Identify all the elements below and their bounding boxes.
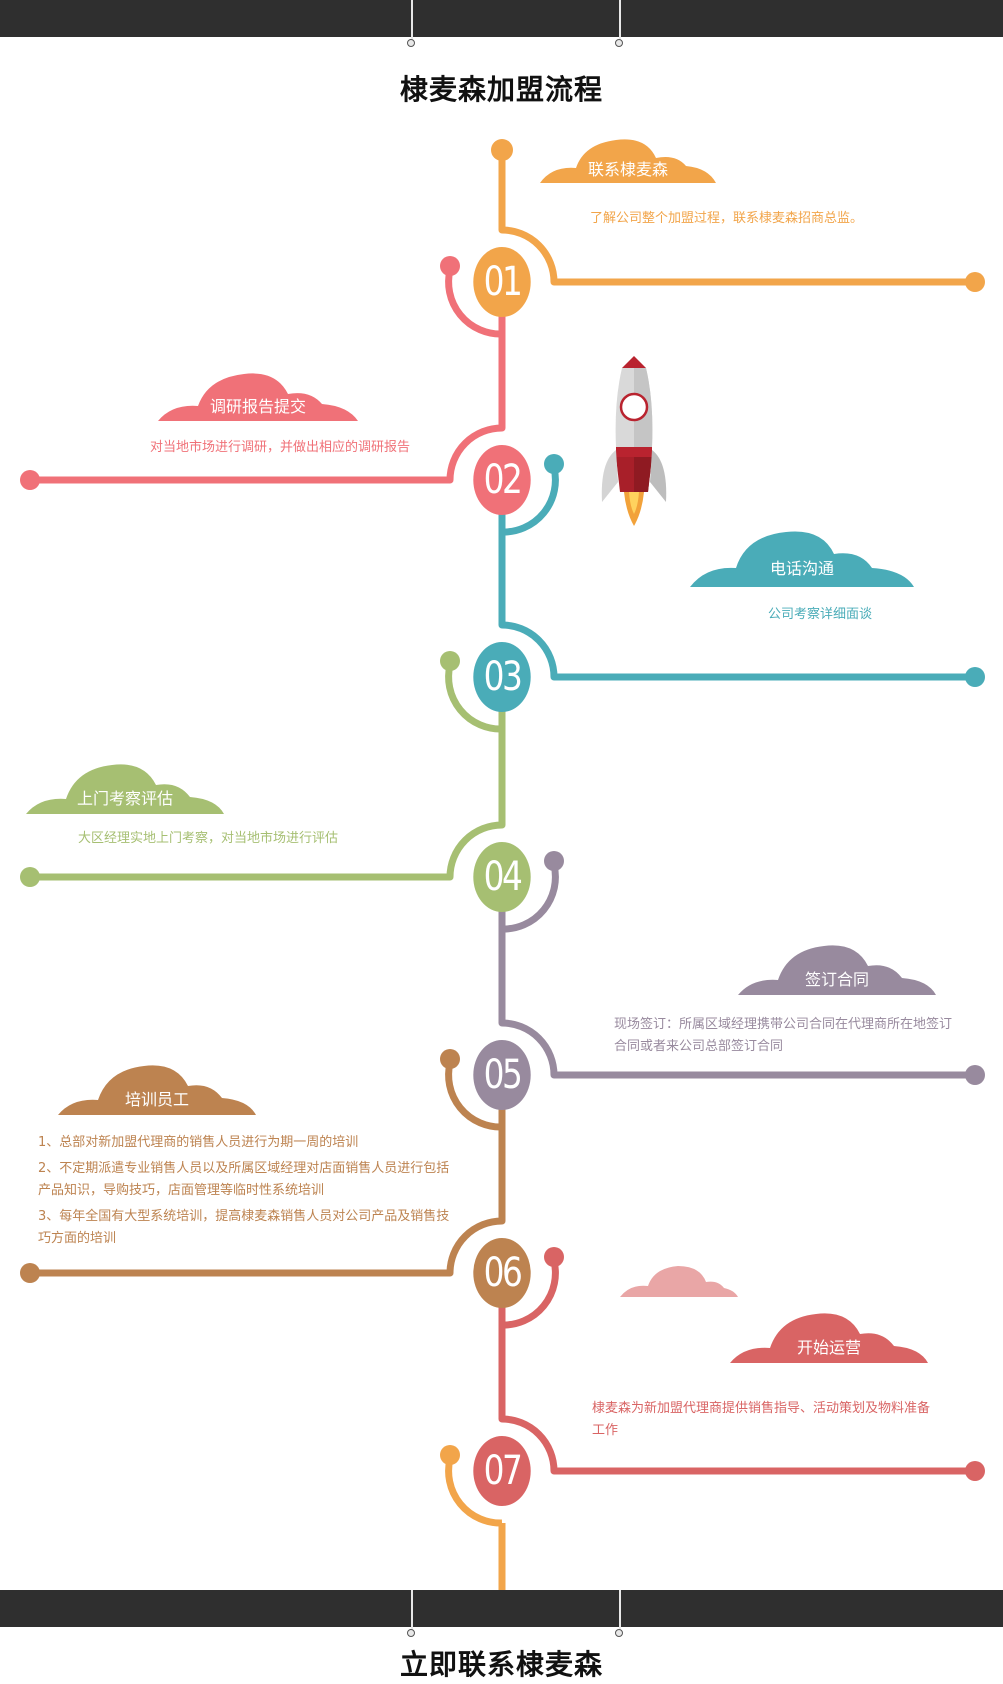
hanger-knot xyxy=(407,1629,415,1637)
timeline-arc xyxy=(501,226,558,283)
step-number-badge: 02 xyxy=(473,445,531,515)
step-title: 开始运营 xyxy=(796,1338,861,1357)
timeline-arc xyxy=(501,1415,558,1472)
cloud-icon xyxy=(540,139,716,183)
hanger-line xyxy=(411,1590,413,1632)
timeline-end-dot xyxy=(544,454,564,474)
step-number-badge: 07 xyxy=(473,1436,531,1506)
timeline-end-dot xyxy=(20,1263,40,1283)
step-description: 现场签订：所属区域经理携带公司合同在代理商所在地签订合同或者来公司总部签订合同 xyxy=(614,1014,960,1062)
timeline-arc xyxy=(446,424,503,481)
timeline-end-dot xyxy=(440,1445,460,1465)
step-title: 电话沟通 xyxy=(769,559,834,578)
timeline-arc xyxy=(446,1217,503,1274)
step-title: 培训员工 xyxy=(124,1090,189,1109)
timeline-end-dot xyxy=(965,1461,985,1481)
step-cloud: 上门考察评估 xyxy=(26,757,224,815)
hanger-knot xyxy=(615,1629,623,1637)
timeline-arc xyxy=(445,269,503,338)
footer-title: 立即联系棣麦森 xyxy=(399,1648,603,1681)
step-number-badge: 06 xyxy=(473,1238,531,1308)
cloud-icon xyxy=(738,945,936,995)
timeline-end-dot xyxy=(491,139,513,161)
bottom-banner-band xyxy=(0,1590,1003,1627)
timeline-end-dot xyxy=(544,1247,564,1267)
step-description: 公司考察详细面谈 xyxy=(690,604,950,630)
cloud-icon xyxy=(158,373,358,421)
timeline-arc xyxy=(501,1019,558,1076)
timeline-arc xyxy=(501,864,559,933)
cloud-icon xyxy=(730,1313,928,1363)
timeline-end-dot xyxy=(20,470,40,490)
hanger-line xyxy=(411,0,413,42)
step-cloud: 调研报告提交 xyxy=(158,366,358,422)
timeline-arc xyxy=(445,1458,503,1527)
cloud-icon xyxy=(58,1065,256,1115)
step-description: 大区经理实地上门考察，对当地市场进行评估 xyxy=(78,828,398,854)
description-line: 现场签订：所属区域经理携带公司合同在代理商所在地签订合同或者来公司总部签订合同 xyxy=(614,1017,953,1054)
timeline-arc xyxy=(501,621,558,678)
timeline-end-dot xyxy=(440,651,460,671)
hanger-line xyxy=(619,0,621,42)
timeline-arc xyxy=(501,1260,559,1329)
description-line: 大区经理实地上门考察，对当地市场进行评估 xyxy=(78,831,339,846)
description-line: 2、不定期派遣专业销售人员以及所属区域经理对店面销售人员进行包括产品知识，导购技… xyxy=(38,1161,450,1198)
step-cloud: 培训员工 xyxy=(58,1058,256,1116)
hanger-knot xyxy=(615,39,623,47)
step-number-badge: 05 xyxy=(473,1040,531,1110)
description-line: 对当地市场进行调研，并做出相应的调研报告 xyxy=(150,440,411,455)
timeline-arc xyxy=(445,1062,503,1131)
step-description: 了解公司整个加盟过程，联系棣麦森招商总监。 xyxy=(590,208,920,234)
step-cloud: 联系棣麦森 xyxy=(540,132,716,184)
step-number-badge: 04 xyxy=(473,842,531,912)
step-number-badge: 01 xyxy=(473,247,531,317)
timeline-end-dot xyxy=(440,256,460,276)
step-cloud: 签订合同 xyxy=(738,938,936,996)
timeline-arc xyxy=(501,467,559,536)
decorative-cloud-icon xyxy=(620,1266,738,1297)
timeline-end-dot xyxy=(440,1049,460,1069)
description-line: 1、总部对新加盟代理商的销售人员进行为期一周的培训 xyxy=(38,1135,359,1150)
step-cloud: 开始运营 xyxy=(730,1306,928,1364)
timeline-arc xyxy=(445,664,503,733)
step-description: 对当地市场进行调研，并做出相应的调研报告 xyxy=(150,437,450,463)
timeline-end-dot xyxy=(20,867,40,887)
description-line: 3、每年全国有大型系统培训，提高棣麦森销售人员对公司产品及销售技巧方面的培训 xyxy=(38,1209,450,1246)
step-description: 棣麦森为新加盟代理商提供销售指导、活动策划及物料准备工作 xyxy=(592,1398,938,1446)
timeline-arc xyxy=(446,821,503,878)
timeline-end-dot xyxy=(965,272,985,292)
cloud-icon xyxy=(26,764,224,814)
step-title: 调研报告提交 xyxy=(209,397,306,416)
hanger-knot xyxy=(407,39,415,47)
step-description: 1、总部对新加盟代理商的销售人员进行为期一周的培训 2、不定期派遣专业销售人员以… xyxy=(38,1132,458,1254)
step-title: 签订合同 xyxy=(804,970,869,989)
timeline-end-dot xyxy=(544,851,564,871)
timeline-end-dot xyxy=(965,1065,985,1085)
hanger-line xyxy=(619,1590,621,1632)
description-line: 了解公司整个加盟过程，联系棣麦森招商总监。 xyxy=(590,211,864,226)
description-line: 棣麦森为新加盟代理商提供销售指导、活动策划及物料准备工作 xyxy=(592,1401,931,1438)
step-title: 联系棣麦森 xyxy=(587,160,668,179)
cloud-icon xyxy=(690,531,914,587)
top-banner-band xyxy=(0,0,1003,37)
description-line: 公司考察详细面谈 xyxy=(767,607,872,622)
timeline-end-dot xyxy=(965,667,985,687)
step-number-badge: 03 xyxy=(473,642,531,712)
rocket-icon xyxy=(601,356,667,526)
step-title: 上门考察评估 xyxy=(76,789,173,808)
page-title: 棣麦森加盟流程 xyxy=(399,73,603,106)
step-cloud: 电话沟通 xyxy=(690,522,914,588)
